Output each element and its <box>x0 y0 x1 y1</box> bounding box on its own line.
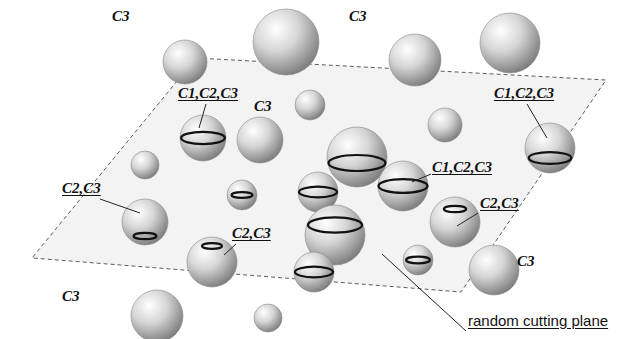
sphere <box>131 290 183 339</box>
sphere-label: C2,C3 <box>62 181 101 196</box>
cut-circle <box>379 179 428 193</box>
sphere <box>480 13 540 73</box>
cut-circle <box>202 243 222 249</box>
sphere-label: C2,C3 <box>232 226 271 241</box>
leader-lines <box>100 104 547 331</box>
sphere-label: C3 <box>517 254 535 269</box>
cut-circle <box>406 257 430 264</box>
cut-circle <box>232 192 253 198</box>
cut-circle <box>299 187 337 198</box>
sphere-label: C1,C2,C3 <box>494 86 554 101</box>
sphere <box>295 90 325 120</box>
sphere-label: C3 <box>349 9 367 24</box>
cutting-plane <box>32 58 606 292</box>
sphere <box>378 161 428 211</box>
sphere <box>294 252 334 292</box>
sphere <box>428 108 462 142</box>
sphere <box>389 34 441 86</box>
cut-circle <box>134 233 157 239</box>
cut-circle <box>529 152 572 164</box>
sphere <box>163 40 207 84</box>
sphere-label: C3 <box>112 9 130 24</box>
spheres <box>122 9 575 339</box>
plane-label: random cutting plane <box>468 313 608 328</box>
sphere <box>253 9 319 75</box>
sphere-label: C2,C3 <box>480 196 519 211</box>
cut-circle <box>181 132 225 144</box>
sphere <box>525 123 575 173</box>
sphere <box>254 304 282 332</box>
sphere-label: C1,C2,C3 <box>178 86 238 101</box>
sphere <box>187 237 237 287</box>
sphere <box>237 117 283 163</box>
sphere-label: C3 <box>254 99 272 114</box>
cut-circle <box>308 217 362 232</box>
cut-circle <box>444 206 467 212</box>
sphere <box>403 245 433 275</box>
sphere <box>327 127 387 187</box>
sphere-label: C3 <box>62 289 80 304</box>
sphere <box>131 151 159 179</box>
sphere <box>430 197 480 247</box>
cut-circle <box>329 155 386 171</box>
sphere <box>227 180 257 210</box>
cut-circle <box>295 267 333 278</box>
sphere <box>469 245 519 295</box>
sphere-label: C1,C2,C3 <box>432 160 492 175</box>
sphere <box>122 199 168 245</box>
sphere <box>180 115 226 161</box>
